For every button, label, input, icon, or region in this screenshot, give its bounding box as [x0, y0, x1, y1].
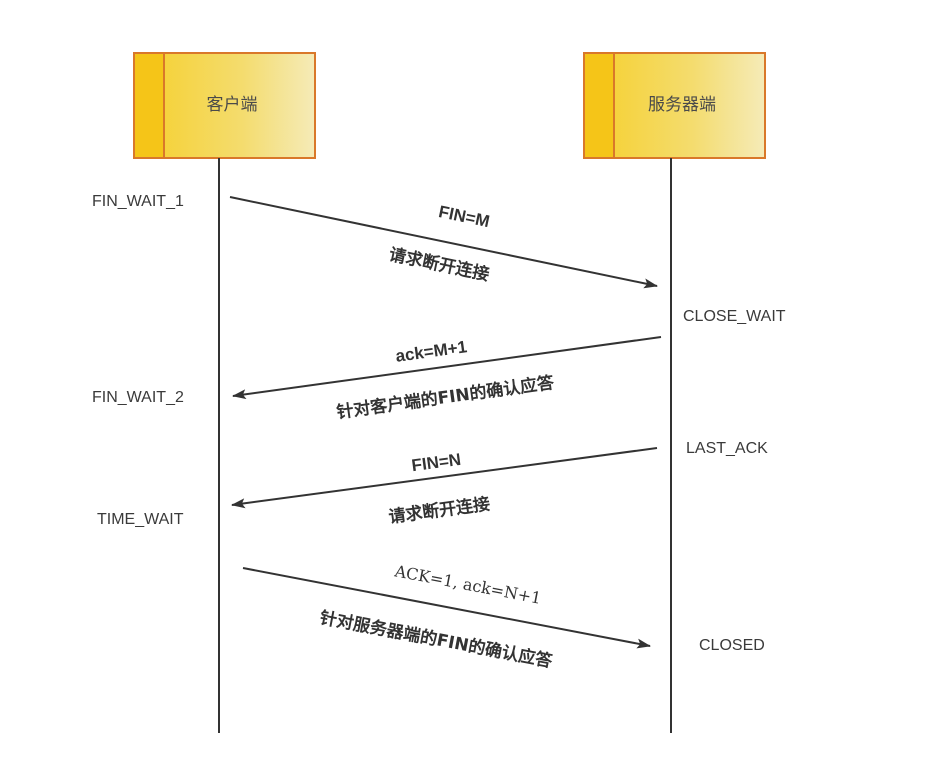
message-3-label: FIN=N — [410, 450, 462, 475]
message-fin-n: FIN=N 请求断开连接 — [231, 447, 658, 528]
client-actor-box: 客户端 — [133, 52, 316, 159]
arrow-right-icon — [229, 196, 658, 289]
message-ack-n-plus-1: ACK=1, ack=N+1 针对服务器端的FIN的确认应答 — [242, 561, 651, 672]
client-actor-label: 客户端 — [207, 95, 258, 115]
message-1-label: FIN=M — [437, 202, 491, 231]
client-state-fin-wait-1: FIN_WAIT_1 — [92, 193, 184, 210]
message-3-desc: 请求断开连接 — [387, 493, 491, 527]
message-fin-m: FIN=M 请求断开连接 — [229, 196, 658, 289]
message-1-desc: 请求断开连接 — [387, 244, 491, 285]
message-ack-m-plus-1: ack=M+1 针对客户端的FIN的确认应答 — [232, 336, 662, 423]
server-state-last-ack: LAST_ACK — [686, 440, 768, 457]
server-state-closed: CLOSED — [699, 637, 765, 654]
arrow-left-icon — [231, 447, 658, 509]
client-state-fin-wait-2: FIN_WAIT_2 — [92, 389, 184, 406]
client-state-time-wait: TIME_WAIT — [97, 511, 184, 528]
message-2-desc: 针对客户端的FIN的确认应答 — [335, 372, 556, 423]
arrow-left-icon — [232, 336, 662, 400]
message-4-desc: 针对服务器端的FIN的确认应答 — [318, 607, 555, 672]
message-2-label: ack=M+1 — [394, 337, 468, 366]
server-actor-label: 服务器端 — [648, 95, 716, 115]
arrow-right-icon — [242, 567, 651, 649]
server-actor-box: 服务器端 — [583, 52, 766, 159]
server-state-close-wait: CLOSE_WAIT — [683, 308, 786, 325]
